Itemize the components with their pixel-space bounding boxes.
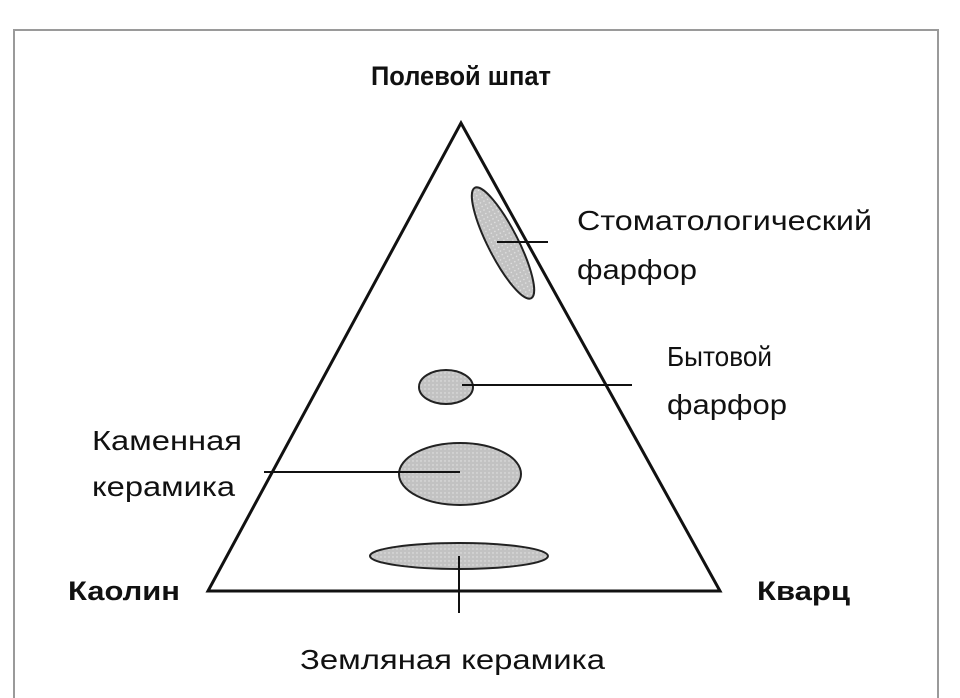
vertex-label-feldspar: Полевой шпат xyxy=(371,61,551,91)
label-stoneware-line2: керамика xyxy=(92,471,235,502)
label-dental-line2: фарфор xyxy=(577,254,697,285)
label-household-line2: фарфор xyxy=(667,389,787,420)
vertex-label-kaolin: Каолин xyxy=(68,576,180,606)
region-stoneware xyxy=(398,442,522,506)
label-stoneware-line1: Каменная xyxy=(92,425,242,456)
label-household-line1: Бытовой xyxy=(667,341,772,372)
label-dental-line1: Стоматологический xyxy=(577,205,872,236)
composition-triangle xyxy=(205,119,723,593)
vertex-label-quartz: Кварц xyxy=(757,576,850,606)
region-household-porcelain xyxy=(418,369,474,405)
frame xyxy=(13,29,939,698)
label-earthenware: Земляная керамика xyxy=(300,644,605,675)
